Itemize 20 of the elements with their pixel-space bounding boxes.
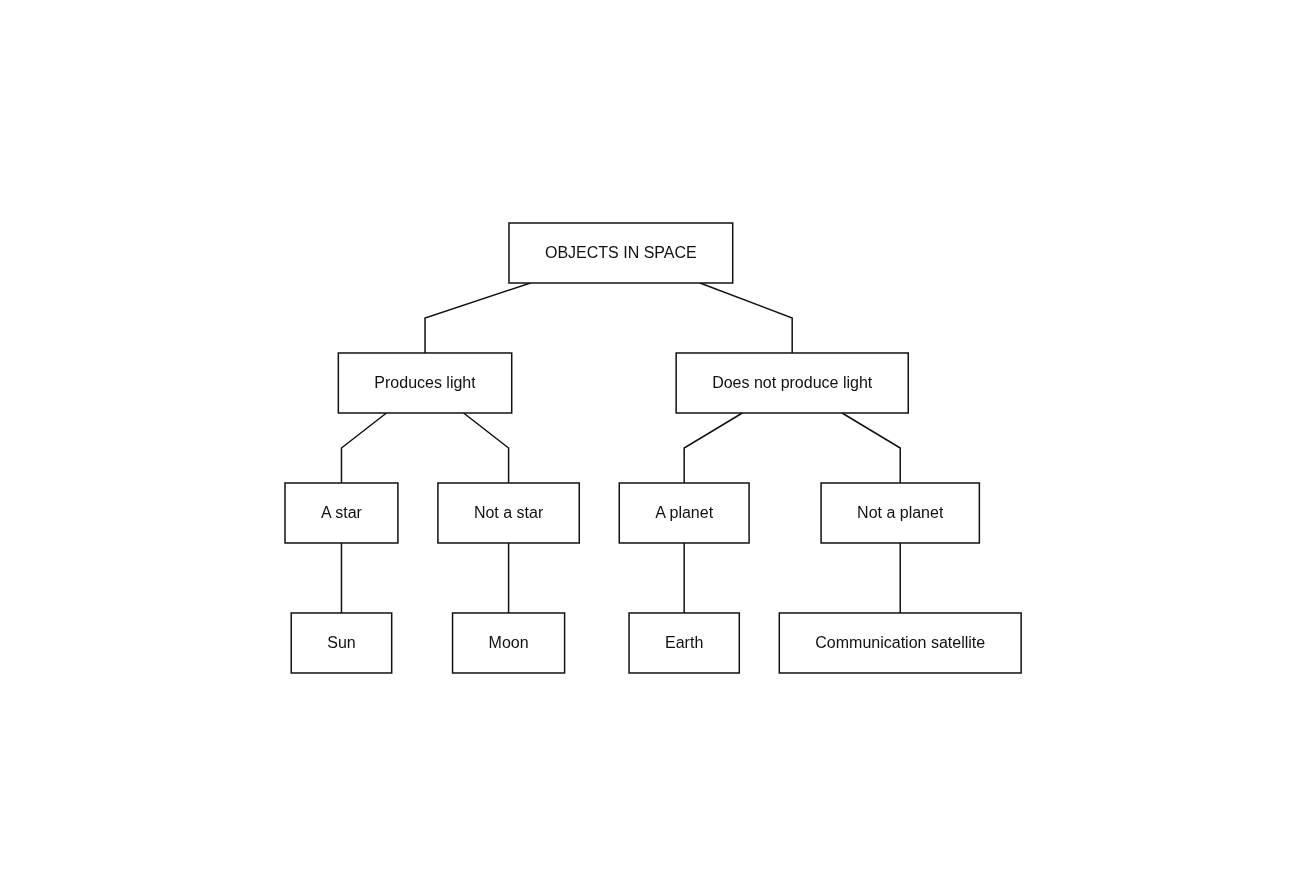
node-box: Earth — [628, 611, 741, 674]
connector — [683, 411, 744, 484]
connector — [899, 541, 902, 614]
node-box: Communication satellite — [778, 611, 1023, 674]
connector — [683, 541, 686, 614]
node-box: Does not produce light — [675, 351, 910, 414]
node-box: Not a star — [437, 481, 581, 544]
node-box: OBJECTS IN SPACE — [508, 221, 734, 284]
node-box: Produces light — [338, 351, 513, 414]
node-box: Sun — [290, 611, 393, 674]
connector — [463, 411, 510, 484]
node-box: Moon — [452, 611, 566, 674]
connector — [699, 281, 794, 354]
node-box: Not a planet — [820, 481, 981, 544]
node-box: A star — [284, 481, 400, 544]
connector — [841, 411, 902, 484]
node-box: A planet — [618, 481, 751, 544]
connector — [341, 411, 388, 484]
connector — [341, 541, 343, 614]
connector — [508, 541, 510, 614]
